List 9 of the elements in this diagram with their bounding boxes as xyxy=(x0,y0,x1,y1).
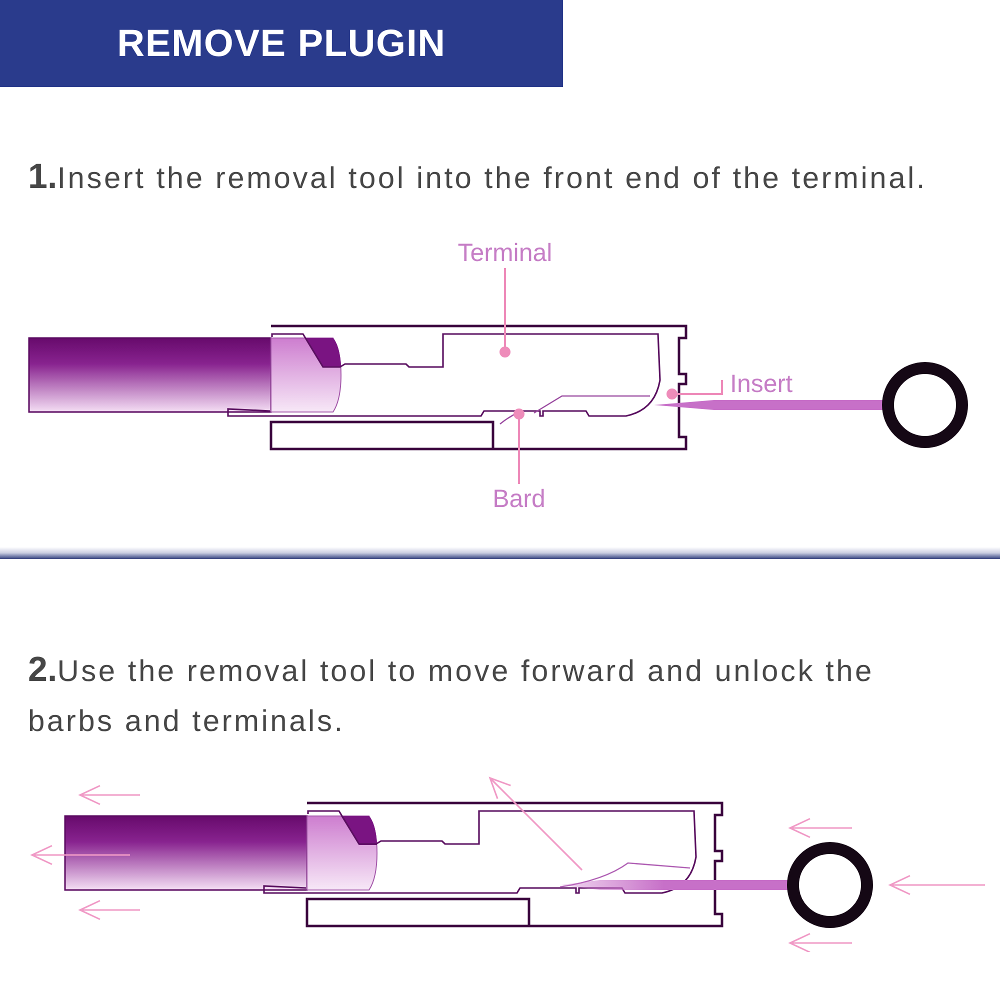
step-instruction: 2.Use the removal tool to move forward and unlock the barbs and terminals. xyxy=(28,649,875,740)
leader-line xyxy=(666,380,723,400)
callout-label: Terminal xyxy=(458,238,552,268)
step-instruction: 1.Insert the removal tool into the front end of the terminal. xyxy=(28,156,928,198)
callout-label: Insert xyxy=(722,369,793,399)
leader-line xyxy=(500,268,510,358)
callout-label: Bard xyxy=(492,484,546,514)
title: REMOVE PLUGIN xyxy=(117,24,446,62)
leader-line xyxy=(514,408,524,484)
